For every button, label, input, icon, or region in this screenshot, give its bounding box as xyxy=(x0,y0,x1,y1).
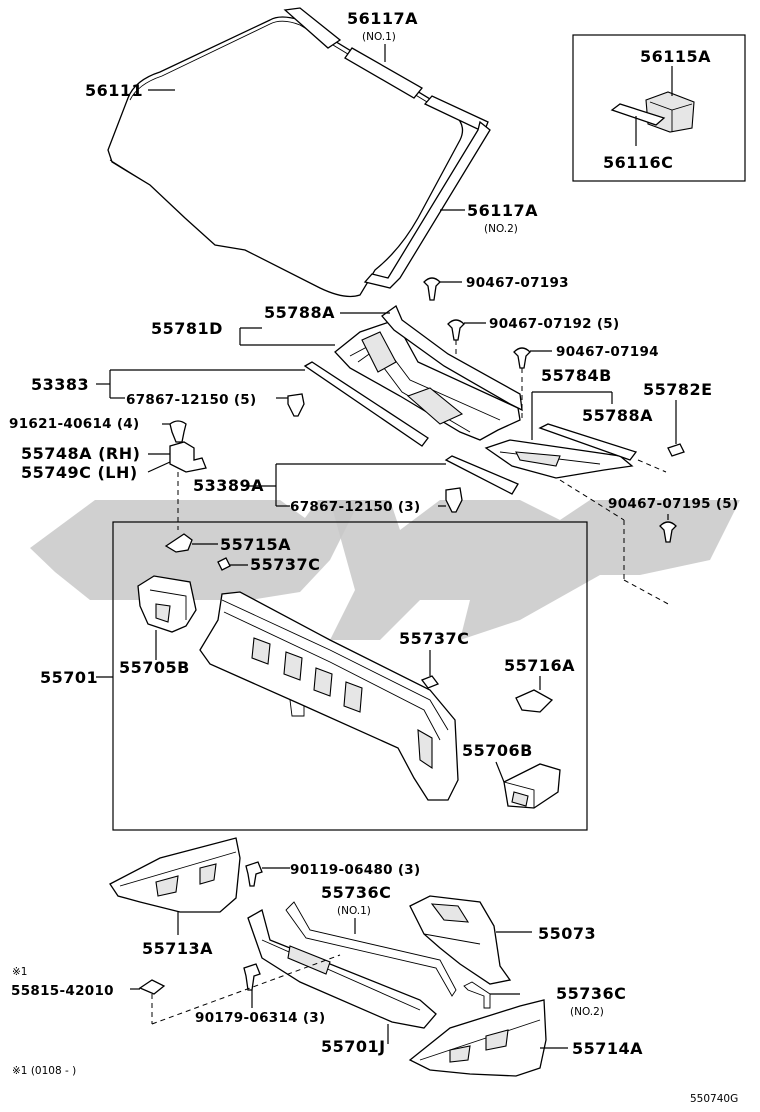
dam-no1 xyxy=(283,7,489,133)
label-67867-12150-3: 67867-12150 (3) xyxy=(290,499,420,515)
clip-55737C-mid xyxy=(420,650,440,689)
label-55748A: 55748A (RH) xyxy=(21,444,140,463)
clip-67867-5 xyxy=(276,393,305,417)
inset-box xyxy=(572,34,746,182)
label-56117A-no1-note: (NO.1) xyxy=(362,31,396,43)
label-55815-42010: 55815-42010 xyxy=(11,983,114,999)
label-55073: 55073 xyxy=(538,924,596,943)
bracket-55715A xyxy=(164,533,218,553)
label-55749C: 55749C (LH) xyxy=(21,463,138,482)
label-55714A: 55714A xyxy=(572,1039,643,1058)
label-55736C-no2-note: (NO.2) xyxy=(570,1006,604,1018)
hose-55736C-no1 xyxy=(285,901,457,997)
plug-55815 xyxy=(130,979,166,995)
seal-53389A xyxy=(246,455,519,507)
label-55713A: 55713A xyxy=(142,939,213,958)
label-55788A-left: 55788A xyxy=(264,303,335,322)
label-56115A: 56115A xyxy=(640,47,711,66)
label-55737C-mid: 55737C xyxy=(399,629,469,648)
label-90467-07194: 90467-07194 xyxy=(556,344,659,360)
dam-no2 xyxy=(363,120,491,289)
label-56111: 56111 xyxy=(85,81,143,100)
seal-53383 xyxy=(96,361,429,447)
bracket-55705B xyxy=(137,575,197,660)
cowl-louver xyxy=(239,305,523,441)
label-55716A: 55716A xyxy=(504,656,575,675)
label-56117A-no1: 56117A xyxy=(347,9,418,28)
clip-67867-3 xyxy=(438,487,463,513)
clip-90467-07192 xyxy=(447,319,486,362)
label-footnote: ※1 (0108 - ) xyxy=(12,1065,76,1077)
label-55701J: 55701J xyxy=(321,1037,386,1056)
cowl-assembly-box xyxy=(112,521,588,831)
bolt-90119 xyxy=(245,861,290,887)
label-55706B: 55706B xyxy=(462,741,533,760)
label-55715A: 55715A xyxy=(220,535,291,554)
panel-55714A xyxy=(408,999,568,1077)
label-55788A-right: 55788A xyxy=(582,406,653,425)
label-90467-07193: 90467-07193 xyxy=(466,275,569,291)
panel-55713A xyxy=(109,837,241,935)
label-55736C-no1-note: (NO.1) xyxy=(337,905,371,917)
label-67867-12150-5: 67867-12150 (5) xyxy=(126,392,256,408)
label-56117A-no2-note: (NO.2) xyxy=(484,223,518,235)
clip-90467-07195 xyxy=(659,514,677,543)
watermark xyxy=(30,500,740,640)
bracket-55748A xyxy=(147,441,207,473)
label-56117A-no2: 56117A xyxy=(467,201,538,220)
label-note-mark: ※1 xyxy=(12,966,27,978)
label-53383: 53383 xyxy=(31,375,89,394)
label-55781D: 55781D xyxy=(151,319,223,338)
label-55701: 55701 xyxy=(40,668,98,687)
bracket-55716A xyxy=(515,676,554,713)
label-90179-06314: 90179-06314 (3) xyxy=(195,1010,325,1026)
windshield-glass xyxy=(107,16,464,298)
label-55782E: 55782E xyxy=(643,380,713,399)
label-53389A: 53389A xyxy=(193,476,264,495)
cowl-panel-right xyxy=(484,391,685,479)
clip-90467-07193 xyxy=(423,277,462,301)
cowl-panel-55701J xyxy=(247,909,437,1044)
clip-90467-07194 xyxy=(513,347,552,418)
label-diagram-code: 550740G xyxy=(690,1093,738,1105)
bracket-55073 xyxy=(409,895,532,985)
bracket-55706B xyxy=(495,761,561,809)
label-90467-07195: 90467-07195 (5) xyxy=(608,496,738,512)
bolt-90179 xyxy=(243,963,261,1008)
label-90467-07192: 90467-07192 (5) xyxy=(489,316,619,332)
label-55784B: 55784B xyxy=(541,366,612,385)
label-91621-40614: 91621-40614 (4) xyxy=(9,416,139,432)
clip-55737C-top xyxy=(217,557,248,571)
cowl-top-panel xyxy=(199,591,459,801)
label-55736C-no1: 55736C xyxy=(321,883,391,902)
bolt-91621 xyxy=(162,420,187,443)
label-56116C: 56116C xyxy=(603,153,673,172)
hose-55736C-no2 xyxy=(463,981,520,1009)
label-90119-06480: 90119-06480 (3) xyxy=(290,862,420,878)
label-55737C-top: 55737C xyxy=(250,555,320,574)
label-55705B: 55705B xyxy=(119,658,190,677)
label-55736C-no2: 55736C xyxy=(556,984,626,1003)
